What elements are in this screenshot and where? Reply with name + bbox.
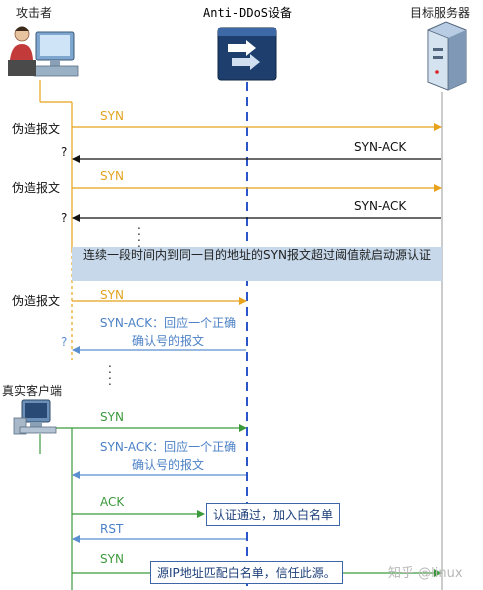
question-mark: ?	[61, 211, 68, 225]
anti-ddos-label: Anti-DDoS设备	[203, 6, 293, 20]
server-label: 目标服务器	[410, 6, 471, 20]
msg-syn-final: SYN	[100, 552, 124, 566]
ellipsis: ....	[108, 356, 112, 388]
question-mark: ?	[61, 335, 68, 349]
question-mark: ?	[61, 145, 68, 159]
forged-label: 伪造报文	[12, 181, 61, 195]
server-icon	[427, 21, 467, 91]
msg-syn-3: SYN	[100, 288, 124, 302]
whitelist-add-note: 认证通过，加入白名单	[206, 503, 341, 526]
ellipsis: ....	[137, 218, 141, 250]
msg-synack-1: SYN-ACK	[354, 140, 407, 154]
msg-synack-2: SYN-ACK	[354, 199, 407, 213]
real-client-label: 真实客户端	[2, 384, 63, 398]
attacker-icon	[8, 26, 79, 77]
msg-synack-reply-client: SYN-ACK：回应一个正确确认号的报文	[99, 440, 237, 472]
source-auth-banner: 连续一段时间内到同一目的地址的SYN报文超过阈值就启动源认证	[72, 247, 442, 281]
msg-syn-1: SYN	[100, 109, 124, 123]
msg-ack: ACK	[100, 495, 125, 509]
firewall-icon	[217, 27, 277, 81]
attacker-label: 攻击者	[16, 6, 53, 20]
msg-rst: RST	[100, 522, 124, 536]
forged-label: 伪造报文	[12, 122, 61, 136]
whitelist-match-note: 源IP地址匹配白名单，信任此源。	[150, 561, 343, 584]
msg-syn-client: SYN	[100, 410, 124, 424]
watermark: 知乎 @linux	[388, 566, 463, 581]
client-pc-icon	[13, 399, 57, 435]
msg-synack-reply-attacker: SYN-ACK：回应一个正确确认号的报文	[99, 316, 237, 348]
msg-syn-2: SYN	[100, 169, 124, 183]
forged-label: 伪造报文	[12, 294, 61, 308]
